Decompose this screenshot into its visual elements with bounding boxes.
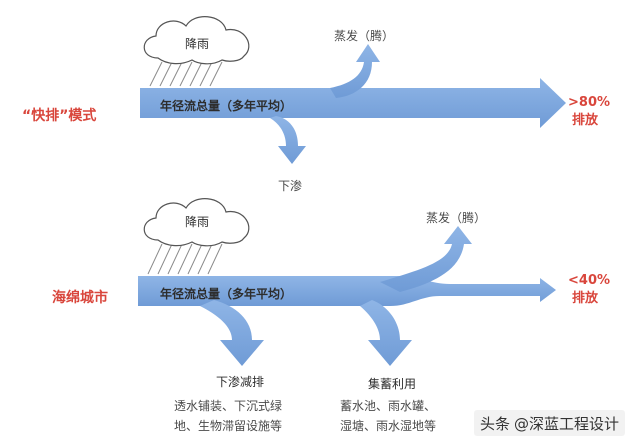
fast-drain-section: 降雨 “快排”模式 年径流总量（多年平均） 蒸发（腾） 下渗 >80% 排放 bbox=[22, 16, 610, 193]
outflow-percent: >80% bbox=[568, 95, 610, 110]
mode-label-sponge: 海绵城市 bbox=[52, 289, 108, 306]
rain-label: 降雨 bbox=[185, 37, 209, 51]
reuse-detail-1: 蓄水池、雨水罐、 bbox=[340, 399, 436, 413]
runoff-total-label: 年径流总量（多年平均） bbox=[160, 98, 292, 113]
infiltration-detail-1: 透水铺装、下沉式绿 bbox=[174, 398, 282, 413]
runoff-flow-arrow bbox=[140, 78, 566, 128]
rain-lines-top bbox=[149, 61, 223, 87]
watermark: 头条 @深蓝工程设计 bbox=[474, 410, 626, 436]
outflow-percent: <40% bbox=[568, 273, 610, 288]
cloud-icon bbox=[143, 16, 250, 65]
infiltration-arrow bbox=[200, 300, 264, 366]
rain-lines-bottom bbox=[147, 243, 223, 275]
runoff-flow-arrow bbox=[138, 276, 556, 306]
runoff-total-label: 年径流总量（多年平均） bbox=[160, 286, 292, 301]
evaporation-arrow bbox=[380, 226, 472, 292]
outflow-label: 排放 bbox=[572, 112, 599, 128]
rain-label: 降雨 bbox=[185, 215, 209, 229]
reuse-detail-2: 湿塘、雨水湿地等 bbox=[340, 418, 436, 433]
reuse-arrow bbox=[360, 300, 412, 366]
evaporation-arrow bbox=[330, 44, 380, 98]
reuse-title: 集蓄利用 bbox=[368, 376, 416, 391]
cloud-icon bbox=[143, 198, 250, 247]
watermark-prefix: 头条 bbox=[480, 414, 511, 433]
infiltration-detail-2: 地、生物滞留设施等 bbox=[174, 419, 282, 433]
evaporation-label: 蒸发（腾） bbox=[426, 210, 486, 225]
evaporation-label: 蒸发（腾） bbox=[334, 28, 394, 43]
infiltration-label: 下渗 bbox=[278, 178, 302, 193]
infiltration-arrow bbox=[270, 116, 306, 164]
watermark-author: @深蓝工程设计 bbox=[514, 414, 620, 433]
sponge-city-section: 降雨 海绵城市 年径流总量（多年平均） 蒸发（腾） <40% 排放 下渗减排 透… bbox=[52, 198, 610, 433]
outflow-label: 排放 bbox=[572, 290, 599, 306]
infiltration-title: 下渗减排 bbox=[216, 374, 264, 389]
mode-label-fast: “快排”模式 bbox=[22, 107, 96, 124]
